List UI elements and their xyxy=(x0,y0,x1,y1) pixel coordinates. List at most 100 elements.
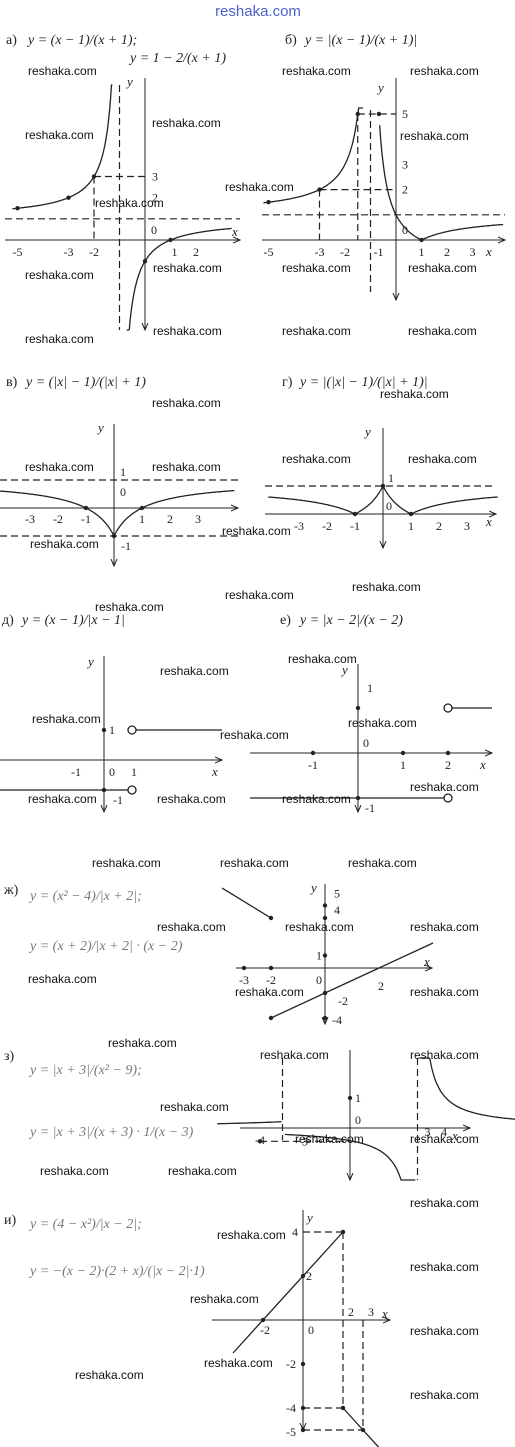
tick-label: -5 xyxy=(286,1425,296,1439)
tick-label: 1 xyxy=(316,949,322,963)
function-curve-right xyxy=(379,125,504,241)
data-point xyxy=(260,1317,266,1323)
problem-i-heading: и) y = (4 − x²)/|x − 2|; y = −(x − 2)·(2… xyxy=(4,1213,205,1279)
function-curve-right xyxy=(419,1057,515,1120)
x-axis-label: x xyxy=(211,764,218,779)
site-header[interactable]: reshaka.com xyxy=(215,3,301,20)
watermark: reshaka.com xyxy=(152,460,221,474)
watermark: reshaka.com xyxy=(410,64,479,78)
tick-label: -1 xyxy=(350,519,360,533)
data-point xyxy=(83,505,89,511)
tick-label: 0 xyxy=(308,1323,314,1337)
tick-label: -5 xyxy=(13,245,23,259)
watermark: reshaka.com xyxy=(160,664,229,678)
problem-d-heading: д) y = (x − 1)/|x − 1| xyxy=(2,613,125,628)
problem-label: и) xyxy=(4,1213,16,1228)
open-point xyxy=(443,793,453,803)
watermark: reshaka.com xyxy=(410,1132,479,1146)
x-axis-label: x xyxy=(451,1128,458,1143)
tick-label: 2 xyxy=(167,512,173,526)
data-point xyxy=(168,237,173,243)
watermark: reshaka.com xyxy=(410,1260,479,1274)
tick-label: 2 xyxy=(152,191,158,205)
tick-label: -4 xyxy=(255,1133,265,1147)
watermark: reshaka.com xyxy=(28,972,97,986)
watermark: reshaka.com xyxy=(25,460,94,474)
tick-label: 1 xyxy=(355,1091,361,1105)
problem-b-heading: б) y = |(x − 1)/(x + 1)| xyxy=(285,33,417,48)
y-axis-label: y xyxy=(309,880,317,895)
tick-label: 2 xyxy=(402,183,408,197)
watermark: reshaka.com xyxy=(282,452,351,466)
watermark: reshaka.com xyxy=(157,920,226,934)
tick-label: 2 xyxy=(348,1305,354,1319)
tick-label: 5 xyxy=(402,107,408,121)
watermark: reshaka.com xyxy=(282,64,351,78)
y-axis-label: y xyxy=(376,80,384,95)
formula: y = (|x| − 1)/(|x| + 1) xyxy=(24,375,146,390)
watermark: reshaka.com xyxy=(95,196,164,210)
x-axis-label: x xyxy=(231,224,238,239)
tick-label: 1 xyxy=(172,245,178,259)
watermark: reshaka.com xyxy=(217,1228,286,1242)
watermark: reshaka.com xyxy=(108,1036,177,1050)
formula: y = |x + 3|/(x + 3) · 1/(x − 3) xyxy=(28,1125,194,1140)
watermark: reshaka.com xyxy=(157,792,226,806)
tick-label: -1 xyxy=(113,793,123,807)
data-point xyxy=(268,915,274,921)
problem-label: з) xyxy=(4,1049,15,1064)
watermark: reshaka.com xyxy=(288,652,357,666)
formula: y = (x² − 4)/|x + 2|; xyxy=(28,889,142,904)
tick-label: 3 xyxy=(464,519,470,533)
watermark: reshaka.com xyxy=(410,1388,479,1402)
watermark: reshaka.com xyxy=(410,1196,479,1210)
data-point xyxy=(91,174,97,179)
data-point xyxy=(310,750,316,756)
tick-label: -3 xyxy=(25,512,35,526)
tick-label: -1 xyxy=(81,512,91,526)
data-point xyxy=(142,258,148,264)
watermark: reshaka.com xyxy=(410,1324,479,1338)
data-point xyxy=(139,505,145,511)
data-point xyxy=(111,533,117,539)
x-axis-label: x xyxy=(479,757,486,772)
tick-label: -1 xyxy=(308,758,318,772)
tick-label: 1 xyxy=(400,758,406,772)
function-curve-right xyxy=(382,485,498,515)
tick-label: 2 xyxy=(378,979,384,993)
watermark: reshaka.com xyxy=(40,1164,109,1178)
watermark: reshaka.com xyxy=(220,856,289,870)
tick-label: 0 xyxy=(109,765,115,779)
tick-label: 1 xyxy=(131,765,137,779)
x-axis-label: x xyxy=(381,1306,388,1321)
problem-e-heading: е) y = |x − 2|/(x − 2) xyxy=(280,613,403,628)
watermark: reshaka.com xyxy=(92,856,161,870)
watermark: reshaka.com xyxy=(400,129,469,143)
tick-label: -2 xyxy=(286,1357,296,1371)
watermark: reshaka.com xyxy=(410,1048,479,1062)
watermark: reshaka.com xyxy=(235,985,304,999)
watermark: reshaka.com xyxy=(352,580,421,594)
data-point xyxy=(101,787,107,793)
y-axis-label: y xyxy=(340,662,348,677)
tick-label: 1 xyxy=(367,681,373,695)
watermark: reshaka.com xyxy=(410,780,479,794)
problem-label: в) xyxy=(6,375,18,390)
problem-g-heading: г) y = |(|x| − 1)/(|x| + 1)| xyxy=(282,375,428,390)
data-point xyxy=(352,511,358,517)
tick-label: 3 xyxy=(368,1305,374,1319)
tick-label: 2 xyxy=(193,245,199,259)
watermark: reshaka.com xyxy=(30,537,99,551)
x-axis-label: x xyxy=(485,514,492,529)
tick-label: -2 xyxy=(260,1323,270,1337)
watermark: reshaka.com xyxy=(28,792,97,806)
data-point xyxy=(355,111,360,117)
tick-label: 1 xyxy=(139,512,145,526)
tick-label: 3 xyxy=(302,1134,308,1148)
tick-label: 4 xyxy=(334,903,340,917)
tick-label: 4 xyxy=(441,1125,447,1139)
tick-label: 2 xyxy=(436,519,442,533)
